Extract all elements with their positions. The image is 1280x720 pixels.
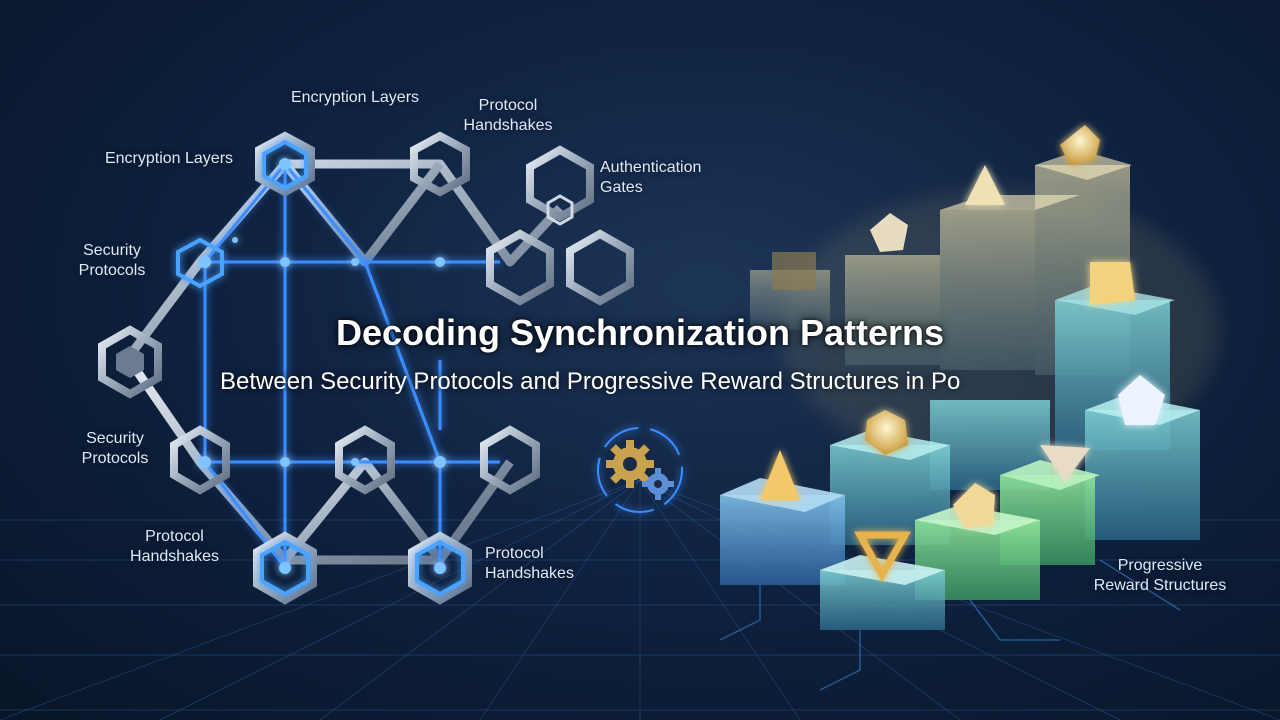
label-authentication-gates: Authentication Gates: [600, 159, 702, 196]
label-progressive-reward-structures: Progressive Reward Structures: [1093, 557, 1227, 594]
label-encryption-layers-top: Encryption Layers: [290, 89, 420, 106]
gem-icon: [760, 125, 1165, 583]
gears-sync-icon: [597, 427, 683, 513]
label-encryption-layers-left: Encryption Layers: [104, 150, 234, 167]
page-title: Decoding Synchronization Patterns: [335, 312, 945, 353]
hexagon-network: [98, 131, 634, 605]
label-security-protocols-upper: Security Protocols: [78, 242, 146, 279]
label-security-protocols-lower: Security Protocols: [81, 430, 149, 467]
reward-structure-cubes: [719, 125, 1220, 691]
label-protocol-handshakes-top: Protocol Handshakes: [463, 97, 553, 134]
label-protocol-handshakes-bottom-right: Protocol Handshakes: [485, 545, 574, 582]
label-protocol-handshakes-bottom-left: Protocol Handshakes: [130, 528, 219, 565]
page-subtitle: Between Security Protocols and Progressi…: [220, 368, 961, 395]
